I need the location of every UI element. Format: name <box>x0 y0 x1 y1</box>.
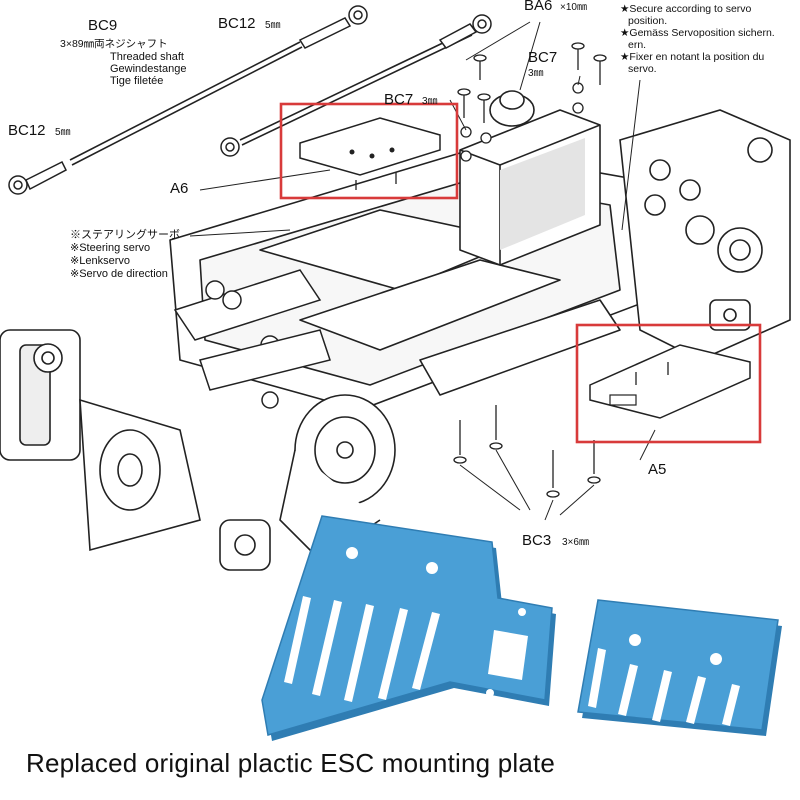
blue-plate-small <box>577 599 782 736</box>
svg-text:position.: position. <box>628 15 667 27</box>
svg-text:BC7: BC7 <box>528 49 557 66</box>
label-bc7-mid: BC7 3㎜ <box>384 91 438 108</box>
steering-linkage <box>173 269 331 409</box>
label-ba6: BA6 ×10㎜ <box>524 0 587 14</box>
highlight-box-a5 <box>575 323 762 444</box>
svg-text:★Secure according to servo: ★Secure according to servo <box>620 3 752 15</box>
screws-ba6 <box>457 42 607 162</box>
bc9-english: Threaded shaft <box>110 51 184 63</box>
svg-text:BC12: BC12 <box>218 15 256 32</box>
svg-text:3㎜: 3㎜ <box>422 96 438 107</box>
label-steering-servo: ※ステアリングサーボ ※Steering servo ※Lenkservo ※S… <box>70 227 180 280</box>
svg-text:★Fixer en notant la position d: ★Fixer en notant la position du <box>620 51 764 63</box>
bc9-code: BC9 <box>88 17 117 34</box>
label-bc12-left: BC12 5㎜ <box>8 122 71 139</box>
svg-text:※ステアリングサーボ: ※ステアリングサーボ <box>70 227 180 241</box>
bc9-french: Tige filetée <box>110 75 163 87</box>
label-a6: A6 <box>170 180 188 197</box>
svg-text:5㎜: 5㎜ <box>55 127 71 138</box>
rod-end-steering-right <box>438 14 492 49</box>
threaded-shaft-bc9 <box>69 41 303 166</box>
label-bc12-top: BC12 5㎜ <box>218 15 281 32</box>
rod-end-steering-left <box>220 137 240 157</box>
label-servo-note: ★Secure according to servo position. ★Ge… <box>620 3 775 75</box>
svg-text:BC7: BC7 <box>384 91 413 108</box>
blue-plate-large <box>261 515 556 741</box>
leader-lines <box>189 21 656 521</box>
label-bc3: BC3 3×6㎜ <box>522 532 589 549</box>
label-a5: A5 <box>648 461 666 478</box>
screws-bc3 <box>453 405 601 498</box>
label-bc9: BC9 3×89㎜両ネジシャフト Threaded shaft Gewindes… <box>60 17 186 87</box>
rear-gearbox <box>619 109 791 361</box>
svg-text:3㎜: 3㎜ <box>528 68 544 79</box>
svg-text:ern.: ern. <box>628 39 646 51</box>
rod-end-top <box>298 5 368 49</box>
svg-text:×10㎜: ×10㎜ <box>560 2 587 13</box>
svg-text:※Steering servo: ※Steering servo <box>70 242 150 254</box>
bc9-german: Gewindestange <box>110 63 186 75</box>
svg-text:BC3: BC3 <box>522 532 551 549</box>
svg-text:5㎜: 5㎜ <box>265 20 281 31</box>
front-suspension-left <box>0 329 271 571</box>
svg-text:※Lenkservo: ※Lenkservo <box>70 255 130 267</box>
svg-text:※Servo de direction: ※Servo de direction <box>70 268 168 280</box>
rod-end-left <box>8 160 67 195</box>
svg-text:★Gemäss Servoposition sichern.: ★Gemäss Servoposition sichern. <box>620 27 775 39</box>
highlight-box-a6 <box>279 102 459 200</box>
label-bc7-right: BC7 3㎜ <box>528 49 557 79</box>
svg-text:BA6: BA6 <box>524 0 552 14</box>
svg-text:BC12: BC12 <box>8 122 46 139</box>
svg-text:3×6㎜: 3×6㎜ <box>562 537 589 548</box>
steering-servo <box>459 90 601 266</box>
caption: Replaced original plactic ESC mounting p… <box>26 748 556 778</box>
svg-text:servo.: servo. <box>628 63 657 75</box>
bc9-size: 3×89㎜両ネジシャフト <box>60 38 168 50</box>
